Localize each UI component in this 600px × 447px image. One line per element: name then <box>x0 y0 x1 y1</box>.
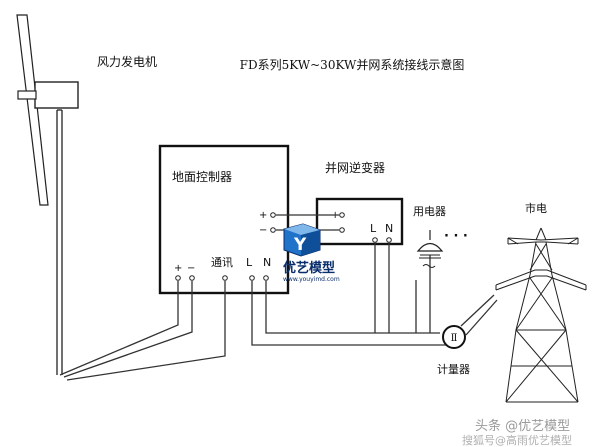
controller-comm-label: 通讯 <box>211 256 233 269</box>
inverter-terminal-minus <box>339 227 345 233</box>
utility-tower <box>495 227 587 403</box>
controller-dc-plus-label: + <box>259 210 267 221</box>
watermark-line1: 头条 @优艺模型 <box>475 418 570 434</box>
turbine-blade <box>16 14 49 206</box>
controller-terminal-plus <box>175 275 181 281</box>
logo-letter-icon: Y <box>293 235 307 255</box>
appliance-label: 用电器 <box>413 205 446 218</box>
meter-symbol-text: Ⅱ <box>451 333 458 344</box>
inverter-terminal-L <box>372 237 378 243</box>
controller-dc-terminal-plus <box>270 212 276 218</box>
appliance-ellipsis: · · · <box>444 229 468 244</box>
wind-turbine-label: 风力发电机 <box>97 54 157 69</box>
diagram-title: FD系列5KW~30KW并网系统接线示意图 <box>240 57 465 72</box>
ground-controller-box <box>158 144 290 295</box>
appliance-lamp <box>416 230 444 268</box>
inverter-terminal-plus <box>339 212 345 218</box>
controller-terminal-L <box>249 275 255 281</box>
grid-inverter-box <box>315 197 404 246</box>
inverter-N-label: N <box>385 222 393 235</box>
meter-symbol <box>442 325 466 349</box>
controller-plus-label: + <box>174 263 182 274</box>
logo-name: 优艺模型 <box>283 260 335 276</box>
controller-terminal-comm <box>222 275 228 281</box>
brand-logo: Y 优艺模型 www.youyimd.com <box>283 223 340 283</box>
controller-dc-terminal-minus <box>270 227 276 233</box>
controller-minus-label: − <box>187 263 195 274</box>
controller-dc-minus-label: − <box>259 225 267 236</box>
watermark-line2: 搜狐号@高雨优艺模型 <box>462 433 572 447</box>
ground-controller-label: 地面控制器 <box>172 170 232 184</box>
wiring <box>59 214 498 381</box>
turbine-nacelle <box>34 81 79 109</box>
grid-inverter-label: 并网逆变器 <box>325 160 385 175</box>
turbine-hub <box>17 90 37 100</box>
ac-symbol <box>422 264 436 268</box>
inverter-terminal-N <box>386 237 392 243</box>
logo-url: www.youyimd.com <box>283 276 340 283</box>
controller-terminal-minus <box>189 275 195 281</box>
wind-turbine <box>16 14 79 375</box>
meter-label: 计量器 <box>437 363 470 376</box>
controller-N-label: N <box>263 256 271 269</box>
controller-L-label: L <box>246 256 253 269</box>
utility-grid-label: 市电 <box>525 201 547 215</box>
controller-terminal-N <box>263 275 269 281</box>
inverter-L-label: L <box>370 222 377 235</box>
